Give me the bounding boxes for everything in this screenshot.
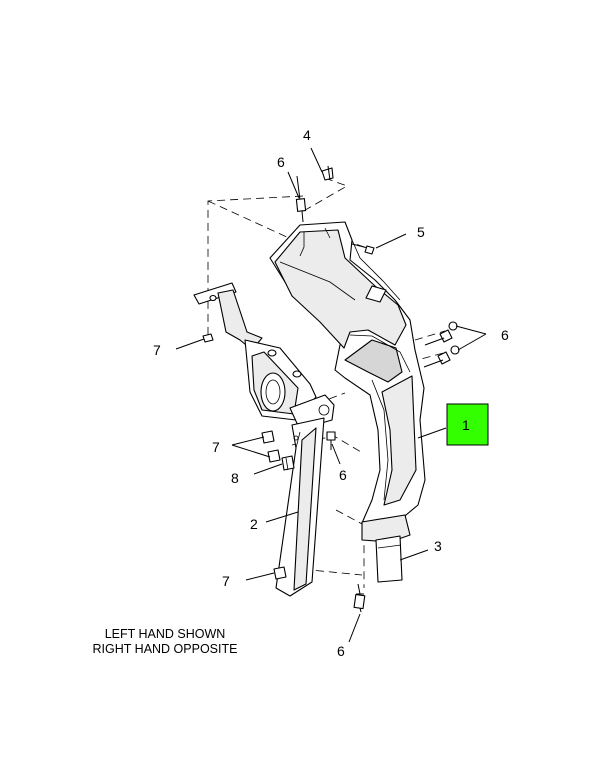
callout-6-top: 6 <box>277 154 285 170</box>
callout-6-center: 6 <box>339 467 347 483</box>
callout-1: 1 <box>462 417 470 433</box>
orientation-note: LEFT HAND SHOWN RIGHT HAND OPPOSITE <box>70 627 260 657</box>
nut-7b <box>261 430 275 444</box>
fasteners <box>202 165 460 613</box>
callout-7-lower: 7 <box>222 573 230 589</box>
note-line-2: RIGHT HAND OPPOSITE <box>92 642 238 656</box>
callout-6-right: 6 <box>501 327 509 343</box>
clip-nut-8 <box>281 455 295 471</box>
callout-6-bottom: 6 <box>337 643 345 659</box>
nut-7c <box>267 449 281 463</box>
clip-4 <box>321 167 334 181</box>
callout-7-upper: 7 <box>153 342 161 358</box>
nut-7d <box>273 566 287 580</box>
callout-3: 3 <box>434 538 442 554</box>
callout-1-highlight <box>446 403 489 446</box>
bracket-part-2 <box>193 282 335 597</box>
callout-4: 4 <box>303 127 311 143</box>
duct-part-1 <box>269 221 426 543</box>
callout-8: 8 <box>231 470 239 486</box>
seal-part-3 <box>375 535 403 583</box>
callout-5: 5 <box>417 224 425 240</box>
leader-lines <box>175 147 487 643</box>
callout-7-middle: 7 <box>212 439 220 455</box>
note-line-1: LEFT HAND SHOWN <box>104 627 226 641</box>
nut-7a <box>202 333 214 343</box>
callout-labels: 1 2 3 4 5 6 6 6 6 7 7 7 8 <box>153 127 509 659</box>
callout-2: 2 <box>250 516 258 532</box>
